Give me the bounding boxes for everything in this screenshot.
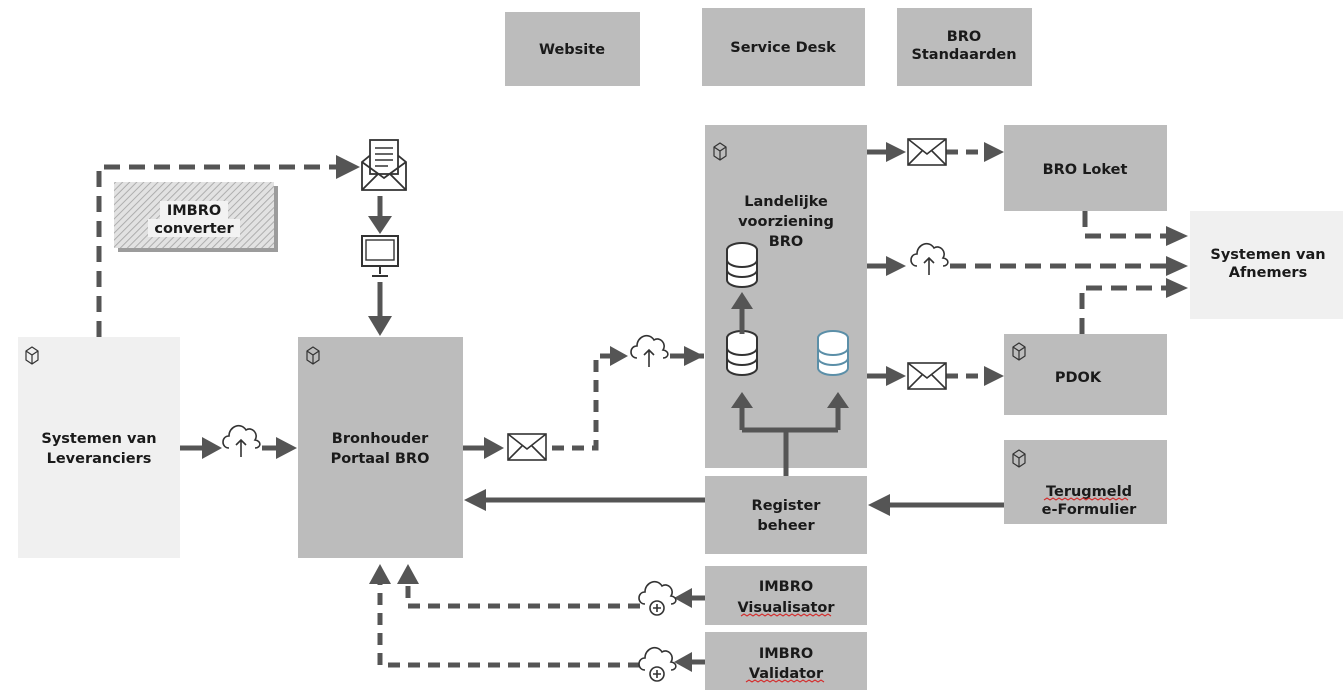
landelijke-voorziening-label-3: BRO xyxy=(769,234,804,250)
cloud-upload-icon-portaal xyxy=(630,334,669,368)
cloud-upload-icon-afnemers xyxy=(910,242,949,276)
landelijke-voorziening-label-1: Landelijke xyxy=(744,194,828,210)
imbro-converter-label-2: converter xyxy=(154,221,234,237)
arrowhead xyxy=(1166,256,1188,276)
terugmeld-spellcheck-underline xyxy=(1043,497,1129,501)
arrowhead xyxy=(464,489,486,511)
cloud-upload-icon-leveranciers xyxy=(222,424,261,458)
terugmeld-formulier-box[interactable] xyxy=(1004,440,1167,524)
imbro-visualisator-label-1: IMBRO xyxy=(759,579,813,595)
dashed-connector-pdok-to-afnemers xyxy=(1079,285,1168,334)
arrowhead xyxy=(984,142,1004,162)
dashed-connector-mail-to-cloud xyxy=(552,353,612,451)
service-desk-label: Service Desk xyxy=(730,40,836,56)
landelijke-voorziening-box[interactable] xyxy=(705,125,867,468)
arrowhead xyxy=(886,366,906,386)
arrowhead xyxy=(1166,226,1188,246)
terugmeld-label-1: Terugmeld xyxy=(1046,484,1132,500)
bro-standaarden-label-1: BRO xyxy=(947,29,982,45)
imbro-visualisator-box[interactable] xyxy=(705,566,867,625)
imbro-converter-label-1: IMBRO xyxy=(167,203,221,219)
imbro-visualisator-spellcheck-underline xyxy=(740,613,832,617)
bronhouder-portaal-box[interactable] xyxy=(298,337,463,558)
website-box[interactable] xyxy=(505,12,640,86)
arrowhead xyxy=(731,392,753,408)
register-beheer-label-2: beheer xyxy=(757,518,815,534)
bro-standaarden-box[interactable] xyxy=(897,8,1032,86)
dashed-connector-loket-to-afnemers xyxy=(1082,211,1168,239)
arrowhead xyxy=(868,494,890,516)
envelope-icon-portaal xyxy=(507,433,547,461)
systemen-afnemers-label-2: Afnemers xyxy=(1229,265,1307,281)
arrowhead xyxy=(369,564,391,584)
connector-register-to-databases xyxy=(739,404,841,476)
service-desk-box[interactable] xyxy=(702,8,865,86)
bronhouder-portaal-label-2: Portaal BRO xyxy=(331,451,430,467)
pdok-box[interactable] xyxy=(1004,334,1167,415)
dashed-connector-cloud-to-portaal-b xyxy=(377,582,640,668)
systemen-leveranciers-box[interactable] xyxy=(18,337,180,558)
bro-loket-label: BRO Loket xyxy=(1043,162,1128,178)
imbro-validator-label-1: IMBRO xyxy=(759,646,813,662)
arrowhead xyxy=(886,256,906,276)
bro-standaarden-label-2: Standaarden xyxy=(911,47,1016,63)
database-icon-lower xyxy=(726,330,758,376)
arrowhead xyxy=(336,155,360,179)
arrowhead xyxy=(484,437,504,459)
website-label: Website xyxy=(539,42,605,58)
imbro-validator-label-2: Validator xyxy=(749,666,824,682)
arrowhead xyxy=(1166,278,1188,298)
systemen-afnemers-box[interactable] xyxy=(1190,211,1343,319)
cloud-add-icon-visualisator xyxy=(638,580,677,616)
arrowhead xyxy=(684,346,704,366)
arrowhead xyxy=(202,437,222,459)
arrowhead xyxy=(827,392,849,408)
imbro-visualisator-label-2: Visualisator xyxy=(737,600,835,616)
systemen-leveranciers-label-2: Leveranciers xyxy=(47,451,152,467)
imbro-validator-spellcheck-underline xyxy=(745,679,825,683)
arrowhead xyxy=(368,216,392,234)
imbro-converter-label-bg-2 xyxy=(148,219,240,237)
dashed-connector-leveranciers-to-letter xyxy=(96,164,338,337)
arrowhead xyxy=(368,316,392,336)
arrowhead xyxy=(674,588,692,608)
arrowhead xyxy=(610,346,628,366)
imbro-converter-label-bg-1 xyxy=(160,201,228,219)
register-beheer-label-1: Register xyxy=(752,498,822,514)
envelope-icon-pdok xyxy=(907,362,947,390)
bronhouder-portaal-label-1: Bronhouder xyxy=(332,431,429,447)
arrowhead xyxy=(984,366,1004,386)
arrowhead xyxy=(276,437,297,459)
monitor-icon xyxy=(361,235,399,277)
arrowhead xyxy=(731,292,753,309)
arrowhead xyxy=(674,652,692,672)
landelijke-voorziening-label-2: voorziening xyxy=(738,214,834,230)
arrowhead xyxy=(397,564,419,584)
register-beheer-box[interactable] xyxy=(705,476,867,554)
bro-loket-box[interactable] xyxy=(1004,125,1167,211)
database-icon-upper xyxy=(726,242,758,288)
letter-envelope-icon xyxy=(361,139,407,191)
envelope-icon-loket xyxy=(907,138,947,166)
systemen-afnemers-label-1: Systemen van xyxy=(1210,247,1325,263)
cloud-add-icon-validator xyxy=(638,646,677,682)
systemen-leveranciers-label-1: Systemen van xyxy=(41,431,156,447)
dashed-connector-cloud-to-portaal-a xyxy=(405,582,640,609)
arrowhead xyxy=(886,142,906,162)
database-icon-blue xyxy=(817,330,849,376)
terugmeld-label-2: e-Formulier xyxy=(1042,502,1137,518)
pdok-label: PDOK xyxy=(1055,370,1102,386)
